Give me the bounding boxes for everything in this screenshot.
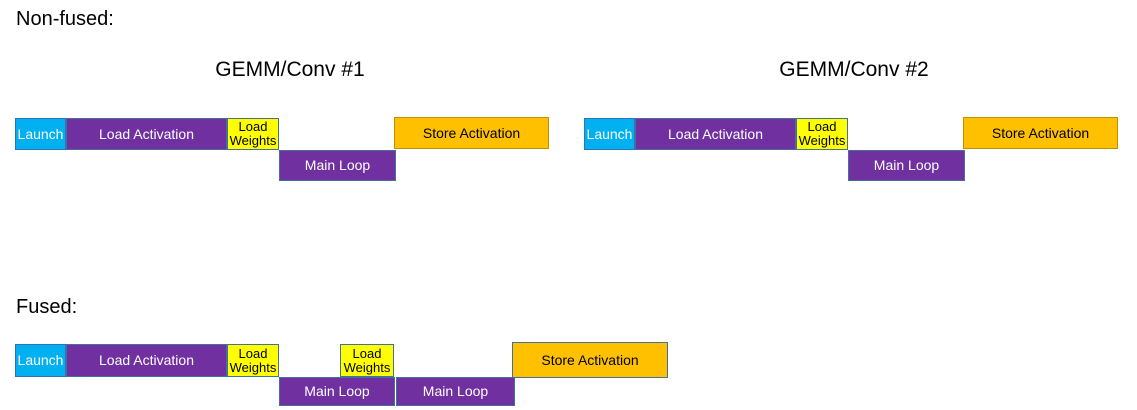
nf2-load-weights-block-label: Load Weights	[798, 119, 846, 148]
nf2-launch-block-label: Launch	[586, 125, 633, 142]
nf2-load-activation-block-label: Load Activation	[668, 125, 763, 142]
nf2-main-loop-block: Main Loop	[848, 150, 965, 181]
f-load-weights-1-block: Load Weights	[227, 344, 279, 377]
nf1-main-loop-block: Main Loop	[279, 150, 396, 181]
f-store-activation-block-label: Store Activation	[541, 351, 639, 368]
f-load-activation-block: Load Activation	[66, 344, 227, 377]
f-load-activation-block-label: Load Activation	[99, 352, 194, 369]
nf1-store-activation-block-label: Store Activation	[422, 124, 521, 141]
nf2-store-activation-block: Store Activation	[963, 117, 1118, 149]
f-launch-block-label: Launch	[17, 352, 64, 369]
nf2-load-weights-block: Load Weights	[796, 118, 848, 150]
nf1-store-activation-block: Store Activation	[394, 117, 549, 149]
nf1-load-weights-block-label: Load Weights	[229, 119, 277, 148]
f-store-activation-block: Store Activation	[512, 342, 668, 378]
nf2-store-activation-block-label: Store Activation	[991, 124, 1090, 141]
f-main-loop-2-block: Main Loop	[396, 377, 515, 406]
f-main-loop-2-block-label: Main Loop	[422, 383, 489, 400]
nf2-main-loop-block-label: Main Loop	[873, 157, 940, 174]
f-launch-block: Launch	[15, 344, 66, 377]
f-load-weights-2-block: Load Weights	[340, 344, 394, 377]
nonfused-section-label: Non-fused:	[16, 8, 114, 30]
gemm-conv-2-title: GEMM/Conv #2	[779, 58, 929, 81]
nf2-load-activation-block: Load Activation	[635, 118, 796, 150]
nf2-launch-block: Launch	[584, 118, 635, 150]
nf1-main-loop-block-label: Main Loop	[304, 157, 371, 174]
f-load-weights-2-block-label: Load Weights	[343, 345, 391, 375]
fused-section-label: Fused:	[16, 296, 78, 318]
f-main-loop-1-block-label: Main Loop	[304, 383, 370, 400]
nf1-launch-block-label: Launch	[17, 125, 64, 142]
nf1-launch-block: Launch	[15, 118, 66, 150]
nf1-load-activation-block-label: Load Activation	[99, 125, 194, 142]
f-main-loop-1-block: Main Loop	[279, 377, 395, 406]
gemm-conv-1-title: GEMM/Conv #1	[215, 58, 365, 81]
f-load-weights-1-block-label: Load Weights	[229, 345, 277, 375]
nf1-load-weights-block: Load Weights	[227, 118, 279, 150]
nf1-load-activation-block: Load Activation	[66, 118, 227, 150]
